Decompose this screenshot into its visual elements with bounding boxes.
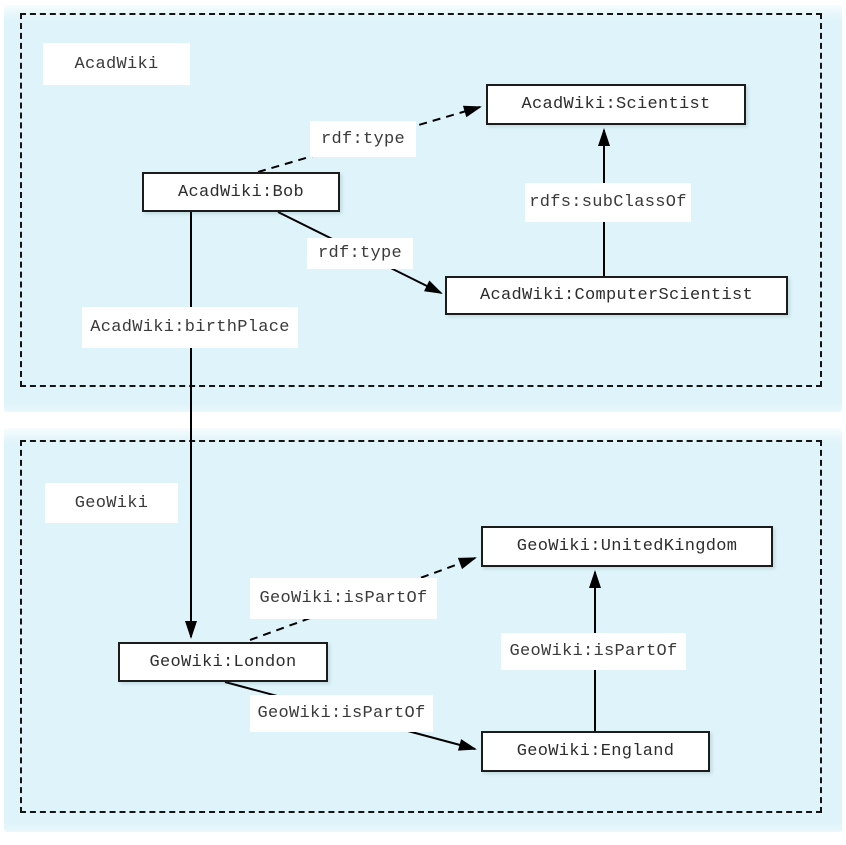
edge-label-rdf-type-computerscientist: rdf:type [307,238,413,269]
edge-label-ispartof-england-uk: GeoWiki:isPartOf [501,633,686,670]
section-title-acadwiki: AcadWiki [43,43,190,85]
edge-label-birthplace: AcadWiki:birthPlace [82,307,298,348]
node-geowiki-london: GeoWiki:London [118,642,328,682]
section-title-geowiki: GeoWiki [45,483,178,523]
edge-label-rdfs-subclassof: rdfs:subClassOf [525,183,691,222]
edge-label-ispartof-london-uk: GeoWiki:isPartOf [250,578,437,619]
section-acadwiki-border [20,13,822,387]
section-geowiki-border [20,440,822,813]
node-geowiki-unitedkingdom: GeoWiki:UnitedKingdom [481,526,773,567]
edge-label-rdf-type-scientist: rdf:type [310,121,416,157]
node-acadwiki-bob: AcadWiki:Bob [142,172,340,212]
node-acadwiki-scientist: AcadWiki:Scientist [486,84,746,125]
node-geowiki-england: GeoWiki:England [481,731,710,772]
node-acadwiki-computerscientist: AcadWiki:ComputerScientist [445,276,788,315]
edge-label-ispartof-london-england: GeoWiki:isPartOf [250,695,433,732]
